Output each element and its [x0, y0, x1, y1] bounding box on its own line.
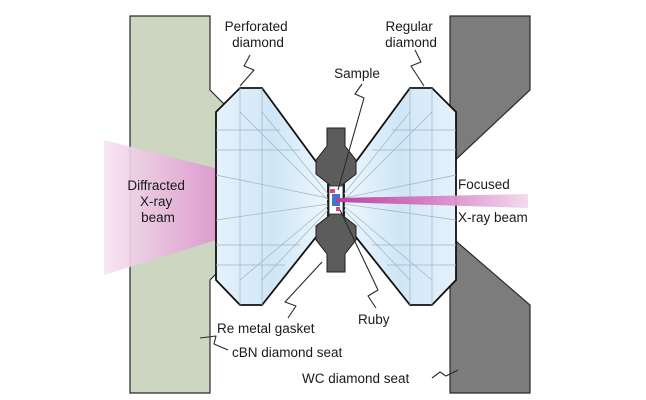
label-perforated-diamond: Perforated diamond: [225, 19, 292, 50]
label-cbn-seat: cBN diamond seat: [232, 345, 343, 360]
label-regular-diamond: Regular diamond: [385, 19, 437, 50]
ruby: [330, 189, 335, 193]
leader-wc: [431, 369, 459, 379]
ruby-secondary: [336, 207, 340, 211]
regular-diamond: [343, 87, 457, 306]
leader-ruby: [339, 209, 379, 309]
label-gasket: Re metal gasket: [217, 321, 315, 336]
leader-perforated: [239, 54, 255, 87]
label-ruby: Ruby: [358, 312, 390, 327]
label-focused-beam: Focused X-ray beam: [458, 177, 528, 225]
leader-gasket: [284, 261, 323, 319]
leader-cbn: [199, 335, 229, 351]
perforated-diamond: [215, 87, 329, 306]
leader-sample: [337, 83, 365, 191]
label-wc-seat: WC diamond seat: [302, 371, 410, 386]
focused-beam: [336, 194, 528, 208]
label-sample: Sample: [334, 66, 380, 81]
label-diffracted-beam: Diffracted X-ray beam: [127, 178, 188, 225]
leader-regular: [410, 49, 425, 87]
